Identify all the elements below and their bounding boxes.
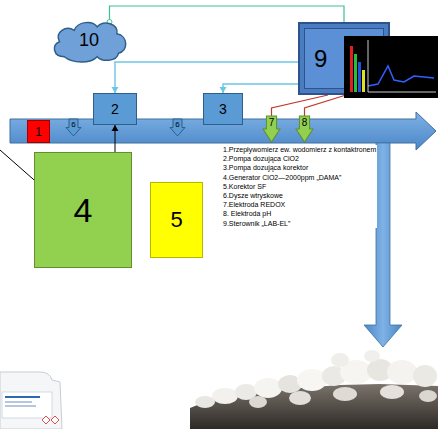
- connector: [305, 95, 347, 116]
- callout-number: 1: [35, 126, 42, 138]
- arrow-outline: [170, 119, 185, 136]
- callout-number: 3: [219, 102, 227, 116]
- callout-number: 9: [314, 47, 327, 71]
- arrow-outline: [296, 116, 313, 142]
- parts-list-item: 7.Elektroda REDOX: [222, 200, 377, 209]
- generator-box: 4: [34, 152, 132, 268]
- flowmeter-box: 1: [27, 120, 50, 143]
- mushroom-picture: [190, 350, 438, 429]
- parts-list-item: 3.Pompa dozująca korektor: [222, 163, 377, 172]
- parts-list-item: 8. Elektroda pH: [222, 209, 377, 218]
- parts-list-item: 6.Dysze wtryskowe: [222, 191, 377, 200]
- controller-box: 9: [298, 22, 390, 95]
- canister-picture: [0, 372, 62, 429]
- parts-list-item: 5.Korektor SF: [222, 182, 377, 191]
- callout-number: 5: [170, 209, 182, 231]
- parts-list: 1.Przepływomierz ew. wodomierz z kontakt…: [222, 145, 377, 228]
- controller-screen: [344, 36, 438, 98]
- callout-number: 10: [79, 31, 99, 49]
- connector: [115, 62, 298, 93]
- callout-number: 2: [111, 102, 119, 116]
- electrode-arrow: 8: [296, 116, 313, 142]
- callout-number: 7: [269, 118, 275, 128]
- parts-list-item: 4.Generator ClO2—2000ppm „DAMA”: [222, 173, 377, 182]
- cloud-shape: 10: [48, 18, 130, 62]
- connector: [272, 95, 329, 116]
- callout-number: 4: [74, 193, 93, 227]
- callout-number: 6: [71, 121, 75, 129]
- parts-list-item: 1.Przepływomierz ew. wodomierz z kontakt…: [222, 145, 377, 154]
- electrode-arrow: 7: [263, 116, 280, 142]
- nozzle-arrow: 6: [170, 119, 185, 136]
- nozzle-arrow: 6: [66, 119, 81, 136]
- callout-number: 8: [302, 118, 308, 128]
- arrowhead: [112, 125, 119, 131]
- cloud-outline: [54, 22, 125, 62]
- connector: [223, 84, 298, 93]
- pump-box: 3: [203, 93, 243, 125]
- corrector-box: 5: [150, 182, 203, 258]
- connector: [110, 6, 345, 22]
- pump-box: 2: [93, 93, 137, 125]
- arrow-outline: [66, 119, 81, 136]
- parts-list-item: 2.Pompa dozująca ClO2: [222, 154, 377, 163]
- callout-number: 6: [175, 121, 179, 129]
- arrow-outline: [263, 116, 280, 142]
- parts-list-item: 9.Sterownik „LAB-EL”: [222, 219, 377, 228]
